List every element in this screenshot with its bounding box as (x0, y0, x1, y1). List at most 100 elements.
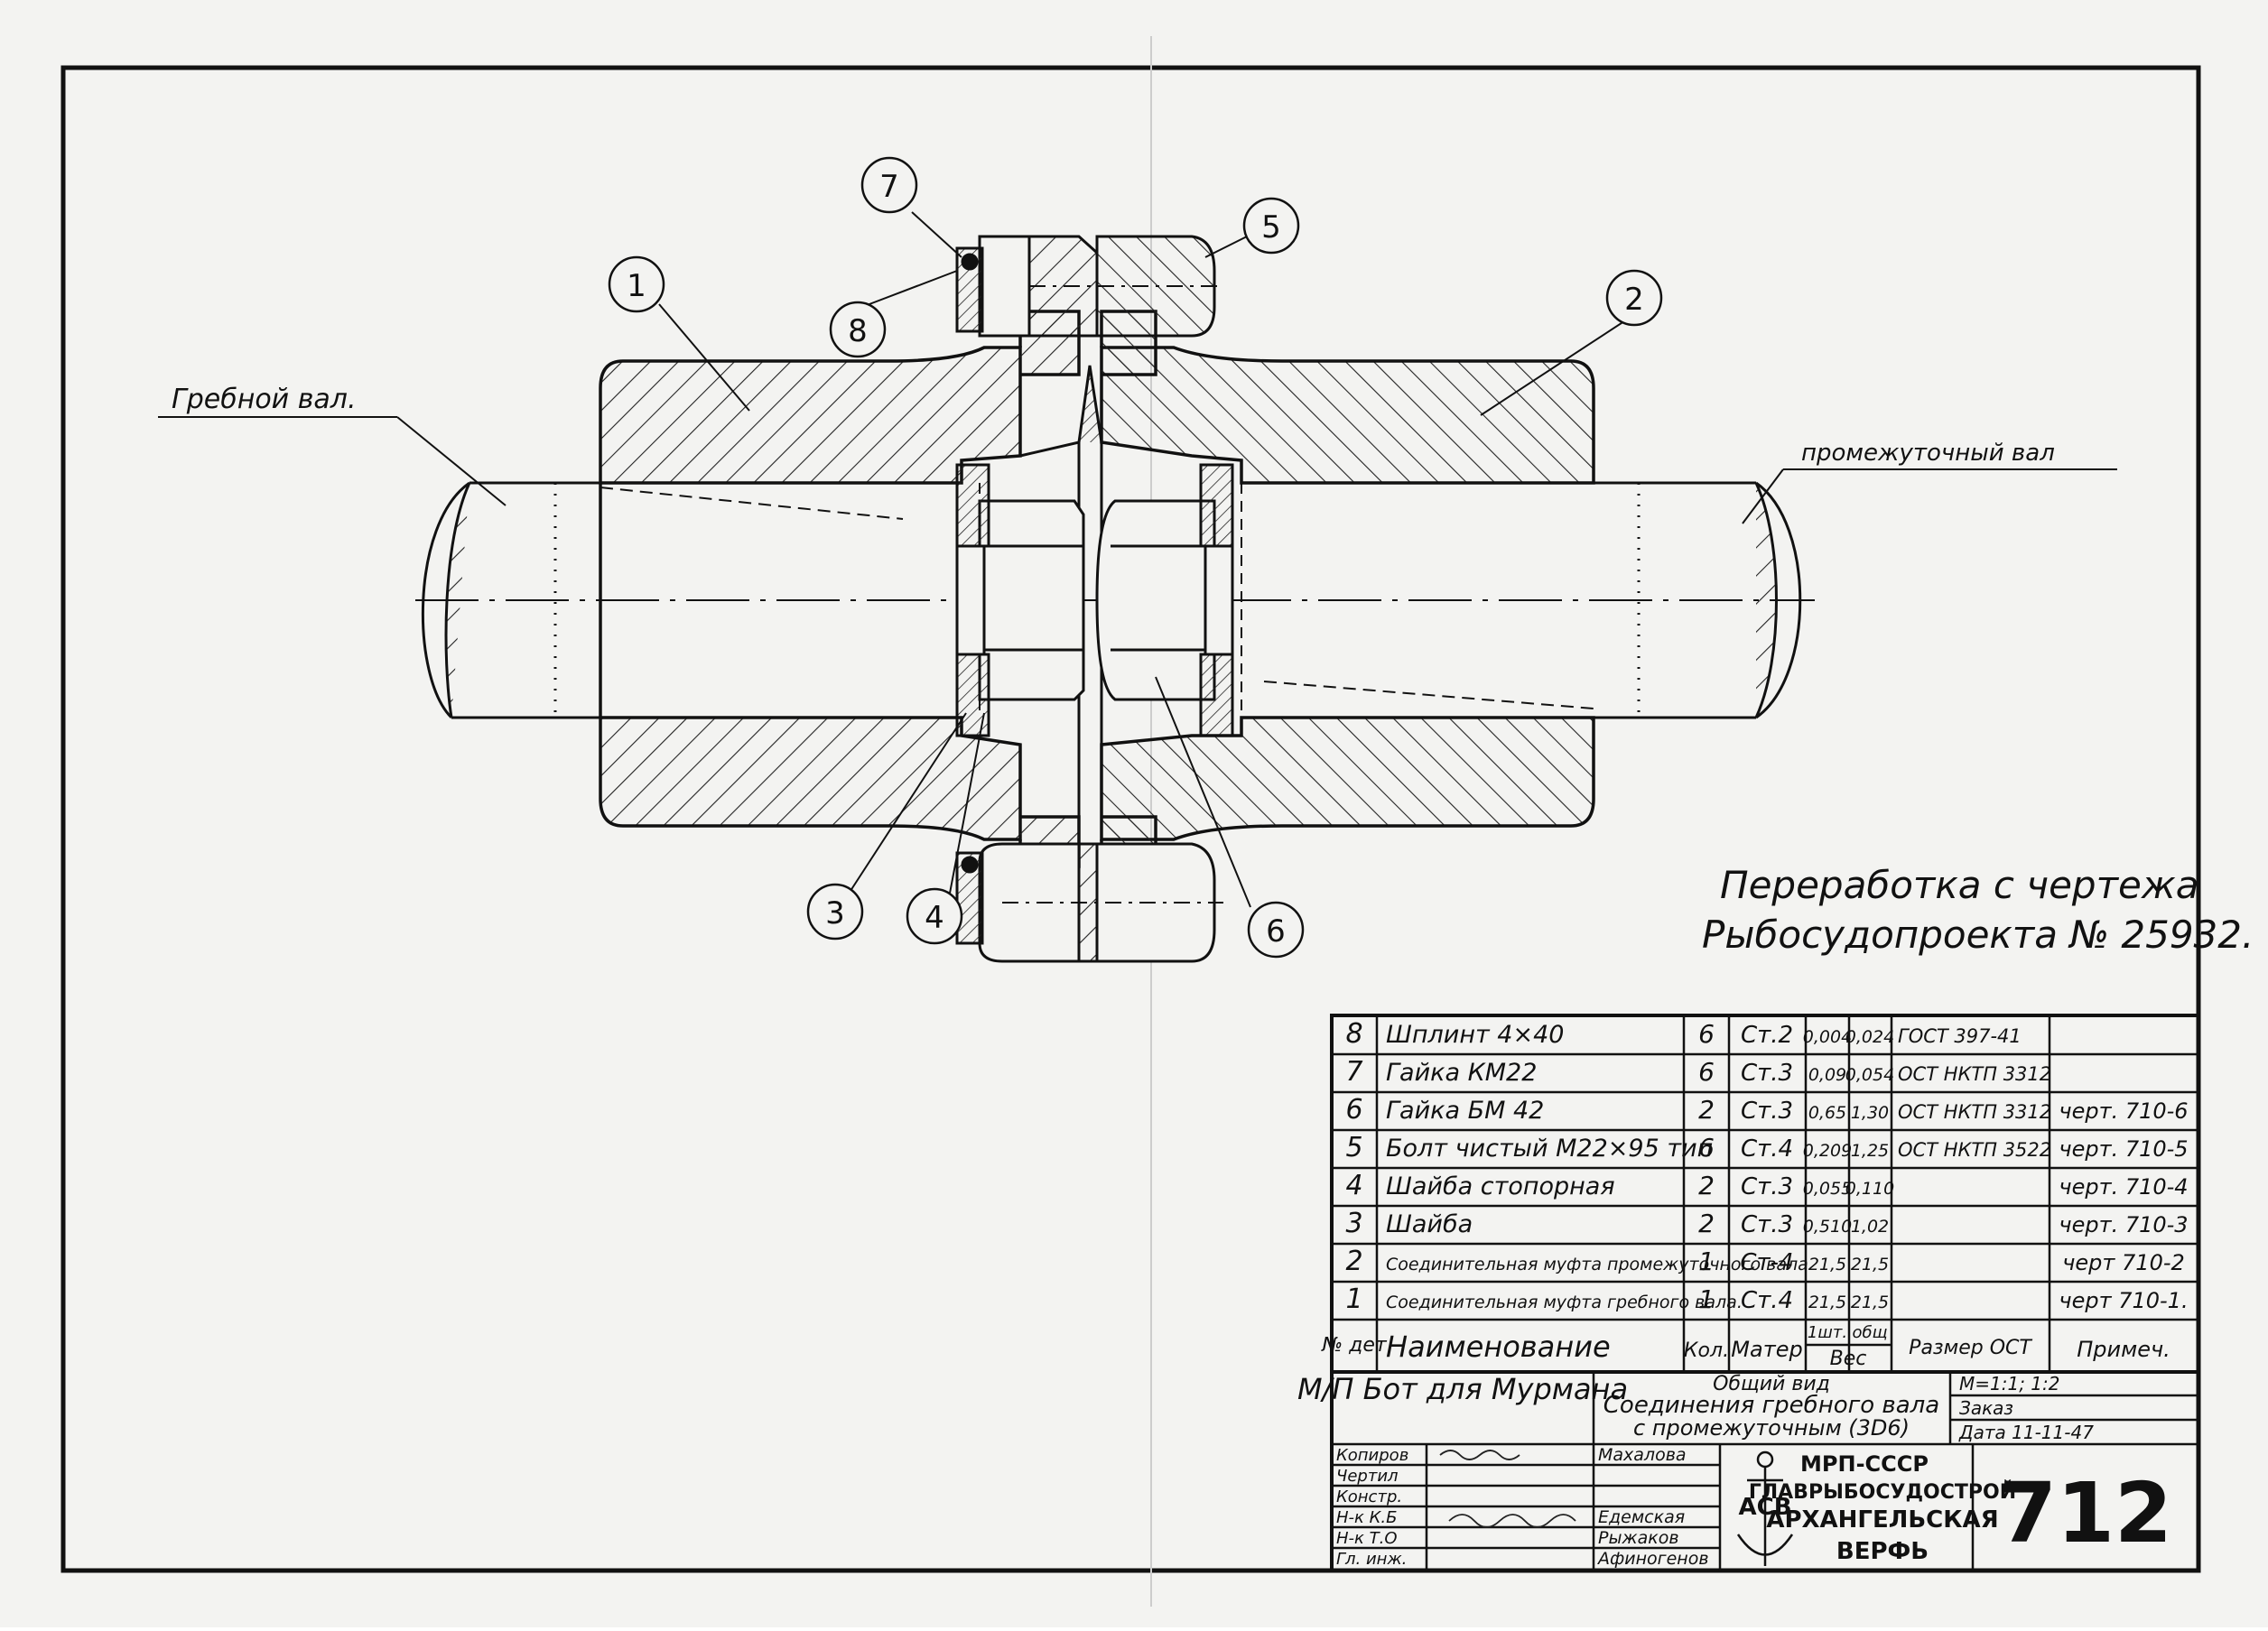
bom-cell-name: Соединительная муфта гребного вала. (1386, 1293, 1743, 1312)
bom-cell-num: 7 (1345, 1056, 1362, 1088)
svg-text:6: 6 (1266, 913, 1286, 950)
bom-cell-w1: 21,5 (1808, 1255, 1846, 1274)
bom-cell-wt: 1,02 (1851, 1217, 1889, 1237)
intermediate-shaft (1263, 481, 1802, 719)
bom-cell-wt: 21,5 (1851, 1293, 1889, 1312)
rework-note-line1: Переработка с чертежа (1720, 863, 2198, 907)
bom-cell-name: Шплинт 4×40 (1386, 1021, 1564, 1049)
bom-cell-std: ОСТ НКТП 3312 (1898, 1063, 2051, 1085)
svg-text:3: 3 (825, 895, 845, 931)
bom-cell-mat: Ст.4 (1741, 1287, 1793, 1314)
leader-lines (158, 211, 2117, 908)
callout-2: 2 (1605, 269, 1663, 327)
bom-header-wt: общ (1852, 1323, 1887, 1342)
bom-header-material: Матер (1731, 1337, 1802, 1362)
role-label: Н-к К.Б (1336, 1508, 1397, 1527)
org-line3: АРХАНГЕЛЬСКАЯ (1766, 1506, 1998, 1534)
bom-cell-std: ОСТ НКТП 3312 (1898, 1101, 2051, 1123)
propeller-shaft-label: Гребной вал. (172, 384, 357, 415)
bom-cell-wt: 1,30 (1851, 1103, 1889, 1123)
bom-cell-mat: Ст.3 (1741, 1173, 1793, 1200)
role-label: Гл. инж. (1336, 1550, 1407, 1569)
bom-cell-mat: Ст.3 (1741, 1098, 1793, 1125)
bom-header-w1: 1шт. (1808, 1323, 1847, 1342)
bom-cell-name: Шайба (1386, 1210, 1473, 1238)
bom-cell-qty: 6 (1698, 1019, 1715, 1049)
bom-header-name: Наименование (1386, 1330, 1611, 1364)
title-line1: Общий вид (1713, 1373, 1830, 1395)
bom-cell-name: Соединительная муфта промежуточного вала (1386, 1255, 1808, 1274)
bom-cell-w1: 0,209 (1803, 1141, 1852, 1161)
bom-cell-note: черт 710-2 (2062, 1250, 2185, 1275)
bom-cell-note: черт. 710-6 (2059, 1098, 2188, 1124)
bom-cell-name: Гайка БМ 42 (1386, 1097, 1544, 1125)
callout-8: 8 (829, 301, 887, 358)
central-nuts (978, 499, 1216, 701)
bom-cell-note: черт 710-1. (2059, 1288, 2188, 1313)
bom-cell-w1: 0,004 (1803, 1027, 1852, 1047)
bom-cell-wt: 21,5 (1851, 1255, 1889, 1274)
bom-cell-num: 4 (1345, 1170, 1362, 1201)
callout-5: 5 (1242, 197, 1300, 255)
callout-6: 6 (1247, 901, 1305, 959)
bom-cell-num: 1 (1345, 1283, 1362, 1315)
bom-cell-w1: 0,510 (1803, 1217, 1852, 1237)
bom-cell-num: 8 (1345, 1018, 1362, 1050)
bom-cell-mat: Ст.3 (1741, 1211, 1793, 1238)
bom-header-weight: Вес (1830, 1348, 1867, 1370)
org-line2: ГЛАВРЫБОСУДОСТРОЙ (1749, 1480, 2016, 1504)
rework-note-line2: Рыбосудопроекта № 25932. (1702, 913, 2254, 957)
bom-cell-num: 5 (1345, 1132, 1362, 1163)
bom-cell-mat: Ст.3 (1741, 1060, 1793, 1087)
role-label: Копиров (1336, 1446, 1408, 1465)
coupling-half-2 (1100, 310, 1595, 868)
callout-4: 4 (906, 887, 963, 945)
bom-cell-qty: 6 (1698, 1133, 1715, 1163)
person-name: Афиногенов (1596, 1549, 1709, 1569)
bom-cell-num: 6 (1345, 1094, 1362, 1126)
title-block: М/П Бот для Мурмана Общий вид Соединения… (1297, 1370, 2200, 1572)
bom-header-num: № дет (1321, 1334, 1388, 1357)
callout-7: 7 (860, 156, 918, 214)
bom-cell-qty: 2 (1698, 1171, 1715, 1200)
role-label: Н-к Т.О (1336, 1529, 1398, 1548)
signature-bureau-head (1448, 1514, 1576, 1528)
bom-cell-wt: 0,054 (1845, 1065, 1894, 1085)
bom-cell-qty: 2 (1698, 1209, 1715, 1238)
bom-cell-wt: 0,024 (1845, 1027, 1894, 1047)
svg-text:7: 7 (879, 169, 899, 205)
bom-cell-wt: 0,110 (1845, 1179, 1894, 1199)
callout-1: 1 (608, 255, 665, 313)
bom-cell-qty: 1 (1698, 1284, 1715, 1314)
bom-header-qty: Кол. (1684, 1339, 1729, 1362)
top-bolt-assembly (955, 235, 1223, 338)
person-name: Едемская (1598, 1507, 1685, 1527)
drawing-number: 712 (1999, 1465, 2172, 1561)
svg-text:5: 5 (1261, 209, 1281, 246)
bom-cell-w1: 0,65 (1808, 1103, 1846, 1123)
bom-cell-note: черт. 710-4 (2059, 1174, 2188, 1200)
bom-cell-num: 2 (1345, 1246, 1362, 1277)
order: Заказ (1959, 1397, 2013, 1419)
org-line1: МРП-СССР (1800, 1451, 1929, 1477)
title-line3: с промежуточным (3D6) (1633, 1415, 1910, 1441)
coupling-half-1 (599, 310, 1081, 868)
drawing-frame (60, 65, 2201, 1573)
bom-cell-mat: Ст.4 (1741, 1135, 1793, 1163)
bom-cell-w1: 0,055 (1803, 1179, 1852, 1199)
organization-logo (1736, 1450, 1794, 1566)
bom-cell-name: Гайка КМ22 (1386, 1059, 1537, 1087)
bom-cell-qty: 6 (1698, 1057, 1715, 1087)
callout-3: 3 (806, 883, 864, 941)
svg-text:8: 8 (848, 313, 868, 349)
intermediate-shaft-label: промежуточный вал (1801, 440, 2055, 467)
bom-cell-std: ОСТ НКТП 3522 (1898, 1139, 2051, 1161)
bom-cell-qty: 2 (1698, 1095, 1715, 1125)
person-name: Рыжаков (1598, 1528, 1679, 1548)
person-name: Махалова (1598, 1445, 1687, 1465)
bom-cell-mat: Ст.2 (1741, 1022, 1793, 1049)
bom-cell-note: черт. 710-5 (2059, 1136, 2188, 1162)
bom-cell-note: черт. 710-3 (2059, 1212, 2188, 1237)
